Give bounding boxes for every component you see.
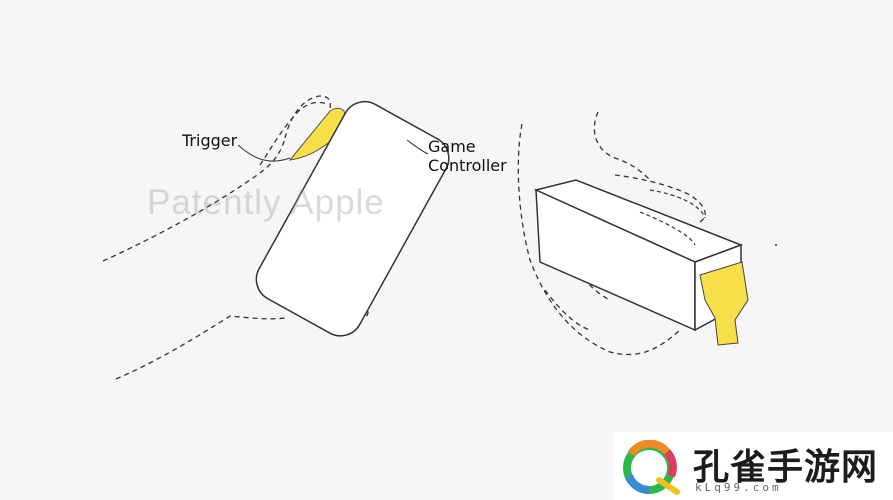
trigger-leader [237, 144, 291, 162]
trigger-label: Trigger [182, 131, 238, 150]
peacock-logo-icon [623, 440, 680, 495]
site-url[interactable]: kLq99.com [695, 481, 782, 494]
dot-marker [775, 244, 777, 246]
right-hand-fingers [639, 189, 706, 246]
game-label: Game [428, 137, 476, 156]
game-controller-leader [406, 139, 429, 155]
game-controller-left [255, 100, 450, 337]
site-title: 孔雀手游网 [693, 446, 879, 488]
trigger-right [699, 261, 749, 346]
watermark: Patently Apple [147, 183, 385, 222]
controller-label: Controller [428, 156, 507, 175]
site-badge[interactable]: 孔雀手游网 kLq99.com [613, 432, 893, 500]
